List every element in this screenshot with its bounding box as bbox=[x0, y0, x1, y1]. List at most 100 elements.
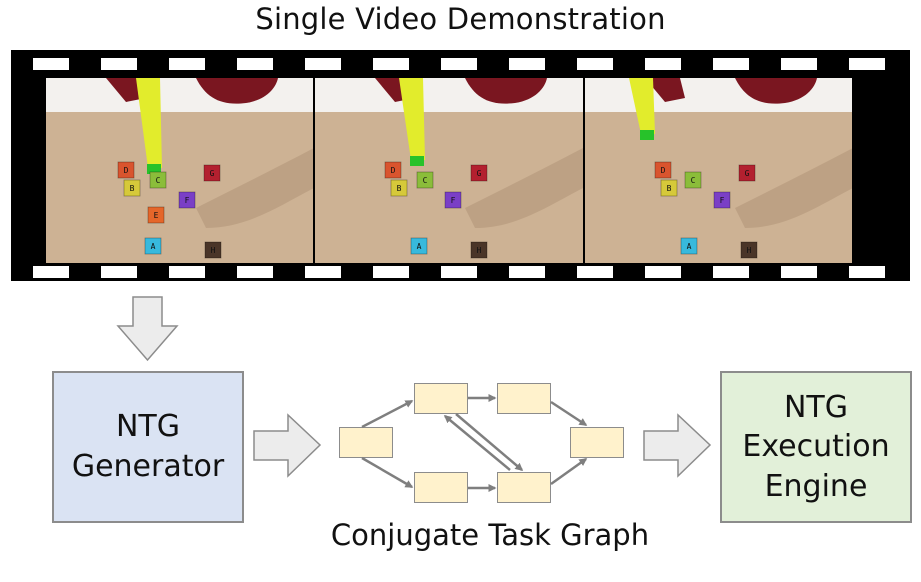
block-E: E bbox=[147, 206, 165, 224]
sprocket-hole bbox=[577, 58, 613, 70]
sprocket-row-top bbox=[11, 58, 910, 70]
block-letter: F bbox=[451, 196, 456, 205]
block-D: D bbox=[117, 161, 135, 179]
block-letter: B bbox=[397, 184, 402, 193]
sprocket-hole bbox=[373, 58, 409, 70]
sprocket-hole bbox=[509, 266, 545, 278]
gripper-tip bbox=[147, 164, 161, 174]
block-H: H bbox=[204, 241, 222, 259]
arm-shadow bbox=[734, 148, 852, 228]
block-letter: B bbox=[130, 184, 135, 193]
graph-node-end bbox=[570, 427, 624, 458]
sprocket-hole bbox=[237, 58, 273, 70]
edge-cross-down bbox=[455, 413, 524, 471]
sprocket-hole bbox=[305, 58, 341, 70]
sprocket-hole bbox=[33, 266, 69, 278]
block-letter: D bbox=[660, 166, 665, 175]
robot-arm bbox=[196, 78, 278, 104]
generator-line-2: Generator bbox=[71, 449, 225, 484]
ntg-execution-engine-box: NTG Execution Engine bbox=[720, 371, 912, 523]
block-arrow-right-icon bbox=[643, 413, 712, 478]
block-letter: A bbox=[686, 242, 691, 251]
figure-title: Single Video Demonstration bbox=[255, 2, 666, 36]
sprocket-hole bbox=[713, 266, 749, 278]
sprocket-hole bbox=[373, 266, 409, 278]
block-letter: E bbox=[154, 211, 159, 220]
block-letter: C bbox=[423, 176, 428, 185]
ntg-generator-box: NTG Generator bbox=[52, 371, 244, 523]
scene-1: DB C G F E A H bbox=[46, 78, 314, 263]
block-letter: H bbox=[477, 246, 482, 255]
robot-arm-base bbox=[106, 78, 146, 102]
block-F: F bbox=[713, 191, 731, 209]
sprocket-hole bbox=[33, 58, 69, 70]
edge-start-bottom bbox=[361, 456, 414, 489]
block-letter: A bbox=[151, 242, 156, 251]
graph-node-bottom-left bbox=[414, 472, 468, 503]
block-A: A bbox=[680, 237, 698, 255]
scene-2: DB C G F A H bbox=[315, 78, 583, 263]
engine-line-3: Engine bbox=[764, 468, 868, 504]
block-letter: C bbox=[690, 176, 695, 185]
gripper bbox=[628, 78, 655, 134]
block-letter: G bbox=[477, 169, 482, 178]
block-arrow-right-icon bbox=[253, 413, 322, 478]
arm-shadow bbox=[196, 148, 314, 228]
block-F: F bbox=[178, 191, 196, 209]
block-D: D bbox=[384, 161, 402, 179]
sprocket-hole bbox=[849, 58, 885, 70]
sprocket-hole bbox=[441, 58, 477, 70]
sprocket-hole bbox=[713, 58, 749, 70]
block-B: B bbox=[123, 179, 141, 197]
sprocket-hole bbox=[577, 266, 613, 278]
block-A: A bbox=[410, 237, 428, 255]
block-letter: H bbox=[211, 246, 216, 255]
robot-arm-base bbox=[644, 78, 685, 102]
block-B: B bbox=[660, 179, 678, 197]
block-D: D bbox=[654, 161, 672, 179]
block-letter: F bbox=[719, 196, 724, 205]
gripper bbox=[399, 78, 426, 160]
graph-node-start bbox=[339, 427, 393, 458]
block-B: B bbox=[390, 179, 408, 197]
block-letter: G bbox=[744, 169, 749, 178]
sprocket-hole bbox=[101, 58, 137, 70]
edge-bottom-end bbox=[550, 457, 588, 486]
block-G: G bbox=[470, 164, 488, 182]
gripper bbox=[136, 78, 162, 168]
graph-node-top-right bbox=[497, 383, 551, 414]
graph-node-bottom-right bbox=[497, 472, 551, 503]
block-H: H bbox=[740, 241, 758, 259]
sprocket-hole bbox=[441, 266, 477, 278]
engine-line-1: NTG bbox=[783, 389, 848, 425]
block-F: F bbox=[444, 191, 462, 209]
robot-arm bbox=[734, 78, 817, 104]
sprocket-hole bbox=[645, 266, 681, 278]
block-G: G bbox=[203, 164, 221, 182]
sprocket-row-bottom bbox=[11, 266, 910, 278]
block-H: H bbox=[470, 241, 488, 259]
edge-start-top bbox=[361, 399, 414, 429]
graph-caption: Conjugate Task Graph bbox=[330, 518, 650, 552]
sprocket-hole bbox=[781, 266, 817, 278]
scene-3: DB C G F A H bbox=[584, 78, 852, 263]
block-C: C bbox=[149, 171, 167, 189]
sprocket-hole bbox=[169, 58, 205, 70]
block-letter: D bbox=[124, 166, 129, 175]
block-letter: F bbox=[185, 196, 190, 205]
block-letter: C bbox=[156, 176, 161, 185]
block-letter: A bbox=[417, 242, 422, 251]
sprocket-hole bbox=[509, 58, 545, 70]
gripper-tip bbox=[639, 130, 654, 140]
block-C: C bbox=[416, 171, 434, 189]
block-letter: H bbox=[746, 246, 751, 255]
edge-top-end bbox=[550, 400, 588, 427]
sprocket-hole bbox=[781, 58, 817, 70]
engine-line-2: Execution bbox=[742, 429, 890, 465]
generator-line-1: NTG bbox=[115, 409, 180, 445]
sprocket-hole bbox=[645, 58, 681, 70]
